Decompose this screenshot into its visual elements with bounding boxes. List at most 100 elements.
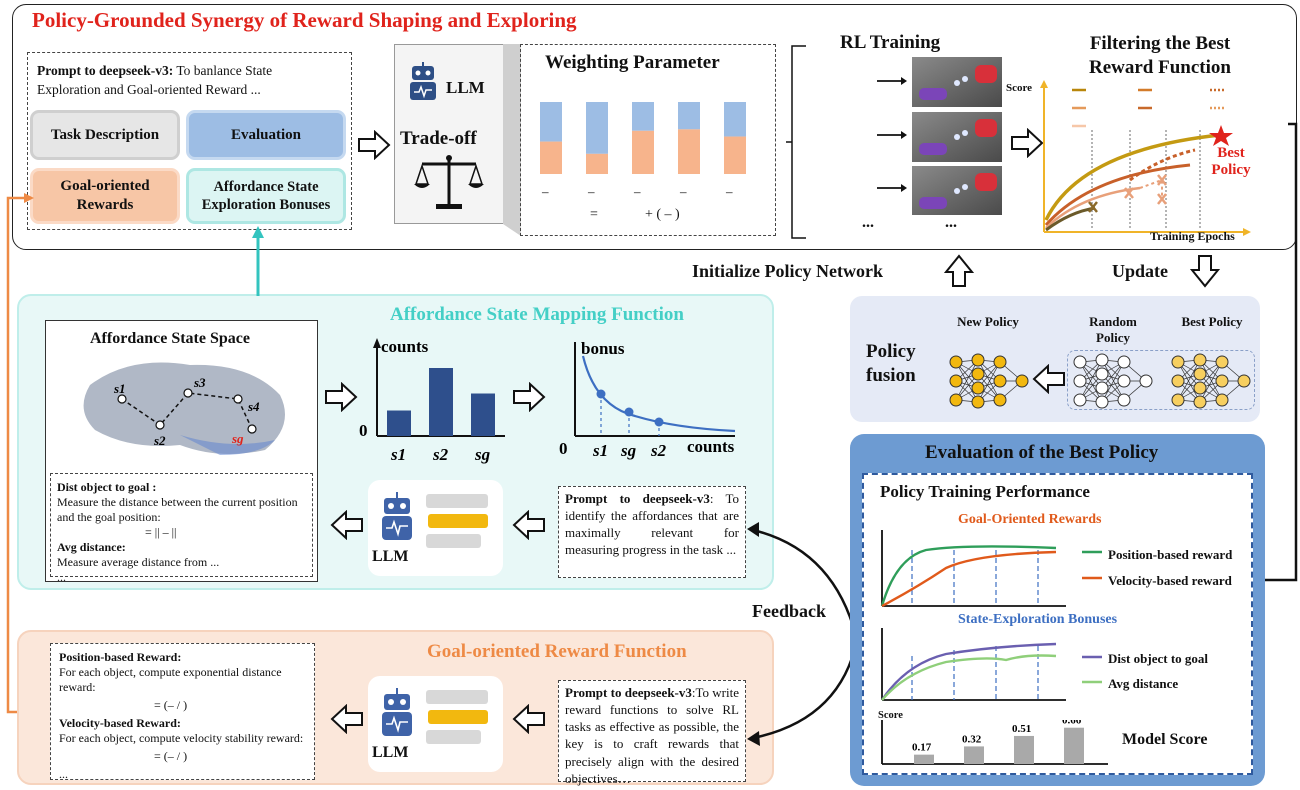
update-label: Update — [1112, 261, 1169, 281]
dist-head: Dist object to goal : — [57, 480, 157, 494]
afford-llm-label: LLM — [372, 548, 409, 565]
afford-bonus-box: Affordance State Exploration Bonuses — [186, 168, 346, 224]
goal-llm-label: LLM — [372, 744, 409, 761]
neuron — [1171, 355, 1185, 369]
dist-body: Measure the distance between the current… — [57, 495, 298, 524]
best-policy-fusion-label: Best Policy — [1181, 314, 1243, 329]
star-icon — [1209, 125, 1233, 146]
neuron — [1117, 374, 1131, 388]
arrow-left-icon — [512, 704, 545, 734]
rl-training-title: RL Training — [840, 32, 941, 53]
vel-body: For each object, compute velocity stabil… — [59, 731, 304, 745]
model-score-chart: 0.170.320.510.66 — [881, 720, 1108, 765]
afford-prompt-head: Prompt to deepseek-v3 — [565, 491, 710, 506]
goal-title: Goal-oriented Reward Function — [427, 641, 687, 662]
neuron — [1193, 381, 1207, 395]
policy-fusion-title: Policy fusion — [866, 341, 916, 386]
weight-bar-top — [540, 102, 562, 142]
afford-text-box: Dist object to goal : Measure the distan… — [50, 473, 313, 584]
goal-reward-curves — [880, 530, 1066, 608]
arrow-up-icon — [944, 254, 974, 287]
neuron — [993, 355, 1007, 369]
neuron — [949, 393, 963, 407]
pos-formula: = (– / ) — [154, 698, 188, 712]
neuron — [1193, 395, 1207, 409]
task-description-box: Task Description — [30, 110, 180, 160]
formula-rest: + ( – ) — [645, 207, 680, 222]
legend-position-swatch — [1082, 550, 1102, 554]
goal-prompt-body: :To write reward functions to solve RL t… — [565, 685, 739, 786]
neuron — [1015, 374, 1029, 388]
pos-body: For each object, compute exponential dis… — [59, 665, 282, 694]
filter-chart — [1040, 80, 1251, 236]
legend-position: Position-based reward — [1108, 547, 1233, 562]
random-policy-label: Random Policy — [1089, 314, 1137, 346]
bonus-zero: 0 — [559, 439, 568, 458]
llm-label: LLM — [446, 78, 485, 97]
goal-prompt-head: Prompt to deepseek-v3 — [565, 685, 692, 700]
score-bar — [914, 754, 934, 764]
arrow-left-icon — [512, 510, 545, 540]
training-epochs-label: Training Epochs — [1150, 229, 1235, 243]
weight-bar-bottom — [724, 136, 746, 174]
score-axis-label: Score — [878, 710, 903, 721]
legend-avg: Avg distance — [1108, 676, 1179, 691]
model-score-label: Model Score — [1122, 731, 1208, 748]
perf-title: Policy Training Performance — [880, 482, 1090, 501]
robot-icon — [410, 62, 436, 100]
weight-bar-top — [586, 102, 608, 154]
neuron — [1171, 393, 1185, 407]
score-bar-value: 0.32 — [962, 733, 982, 745]
arrow-left-icon — [1032, 364, 1065, 394]
count-bar — [471, 393, 495, 436]
neuron — [971, 353, 985, 367]
state-exploration-title: State-Exploration Bonuses — [958, 612, 1118, 627]
bonus-x-s1: s1 — [592, 441, 608, 460]
legend-dist-swatch — [1082, 655, 1102, 659]
goal-oriented-title: Goal-Oriented Rewards — [958, 512, 1102, 527]
neuron — [1117, 355, 1131, 369]
goal-rewards-box: Goal-oriented Rewards — [30, 168, 180, 224]
neuron — [971, 367, 985, 381]
top-prompt: Prompt to deepseek-v3: To banlance State… — [37, 62, 337, 100]
neuron — [1193, 353, 1207, 367]
neuron — [1073, 374, 1087, 388]
bonus-counts-label: counts — [687, 437, 735, 456]
weight-bar-top — [724, 102, 746, 137]
neuron — [1139, 374, 1153, 388]
arrow-right-icon — [1011, 128, 1044, 158]
neuron — [949, 374, 963, 388]
count-bar — [429, 368, 453, 436]
rl-ellipsis-2: ... — [945, 214, 957, 231]
weighting-title: Weighting Parameter — [545, 52, 720, 73]
score-bar — [1014, 735, 1034, 764]
random-policy-network-icon — [1073, 353, 1153, 409]
weight-bar-bottom — [632, 130, 654, 174]
score-bar — [964, 746, 984, 764]
evaluation-title: Evaluation of the Best Policy — [925, 442, 1159, 463]
state-s2: s2 — [153, 433, 166, 448]
weight-bar-top — [678, 102, 700, 130]
teal-arrow-up — [252, 226, 264, 296]
pos-head: Position-based Reward: — [59, 650, 182, 664]
afford-space-title: Affordance State Space — [90, 330, 250, 347]
neuron — [971, 381, 985, 395]
best-policy-network-icon — [1171, 353, 1251, 409]
filter-title: Filtering the Best Reward Function — [1089, 33, 1231, 78]
counts-zero: 0 — [359, 421, 368, 440]
prompt-head: Prompt to deepseek-v3: — [37, 63, 174, 78]
arrow-icon — [877, 77, 907, 85]
neuron — [1171, 374, 1185, 388]
init-policy-label: Initialize Policy Network — [692, 261, 883, 281]
robot-chat-icon — [382, 688, 488, 744]
neuron — [1073, 355, 1087, 369]
arrow-down-icon — [1190, 255, 1220, 288]
robot-chat-icon — [382, 492, 488, 548]
feedback-label: Feedback — [752, 601, 826, 621]
neuron — [1215, 355, 1229, 369]
state-s4: s4 — [247, 399, 260, 414]
weighting-box — [520, 44, 776, 236]
neuron — [1117, 393, 1131, 407]
count-bar-label: s2 — [432, 445, 449, 464]
